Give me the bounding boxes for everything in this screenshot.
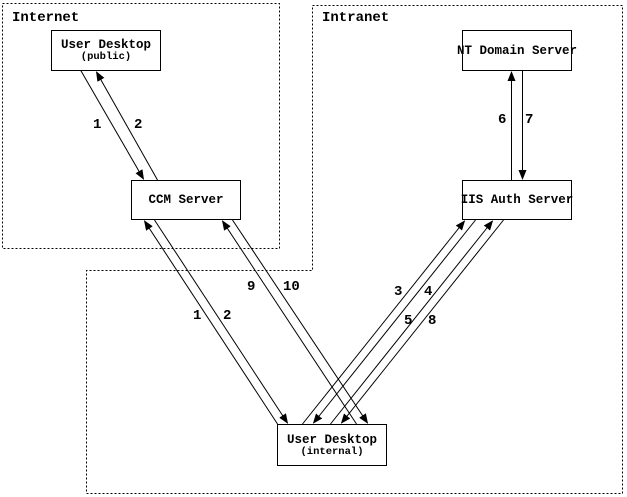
node-ccm-server: CCM Server xyxy=(131,180,241,220)
flow-line-1-internal-desktop-to-ccm xyxy=(143,220,278,425)
flow-label-7: 7 xyxy=(525,112,534,128)
flow-label-10: 10 xyxy=(283,279,300,295)
internet-zone-border xyxy=(2,3,280,249)
flow-label-2-public: 2 xyxy=(134,117,143,133)
node-subtitle: (public) xyxy=(80,51,132,63)
flow-line-2-ccm-to-internal-desktop xyxy=(154,219,289,424)
flow-line-10-ccm-to-internal-desktop xyxy=(232,219,369,424)
node-title: User Desktop xyxy=(60,38,151,52)
node-title: IIS Auth Server xyxy=(460,193,574,207)
flow-label-8: 8 xyxy=(428,313,437,329)
node-user-desktop-public: User Desktop (public) xyxy=(51,30,161,71)
flow-label-1-public: 1 xyxy=(93,117,102,133)
intranet-zone-label: Intranet xyxy=(322,10,390,26)
internet-zone-label: Internet xyxy=(12,10,80,26)
node-iis-auth-server: IIS Auth Server xyxy=(460,180,574,220)
flow-label-2-internal: 2 xyxy=(223,308,232,324)
flow-label-4: 4 xyxy=(424,284,433,300)
flow-label-9: 9 xyxy=(247,279,256,295)
flow-line-2-ccm-to-public-desktop xyxy=(96,71,158,181)
node-subtitle: (internal) xyxy=(300,445,364,458)
node-title: CCM Server xyxy=(148,193,224,207)
node-nt-domain-server: NT Domain Server xyxy=(457,30,577,71)
flow-label-3: 3 xyxy=(394,284,403,300)
flow-label-6: 6 xyxy=(498,112,507,128)
flow-line-9-internal-desktop-to-ccm xyxy=(221,220,357,425)
flow-label-5: 5 xyxy=(404,313,413,329)
node-title: NT Domain Server xyxy=(456,43,578,58)
node-title: User Desktop xyxy=(286,432,377,447)
flow-line-1-public-desktop-to-ccm xyxy=(80,69,145,180)
node-user-desktop-internal: User Desktop (internal) xyxy=(277,424,387,466)
flow-line-5-internal-desktop-to-iis xyxy=(330,220,494,425)
flow-line-8-iis-to-internal-desktop xyxy=(340,219,504,424)
flow-line-3-internal-desktop-to-iis xyxy=(302,220,466,425)
flow-label-1-internal: 1 xyxy=(193,308,202,324)
flow-line-4-iis-to-internal-desktop xyxy=(312,219,476,424)
intranet-zone-border xyxy=(86,5,623,494)
